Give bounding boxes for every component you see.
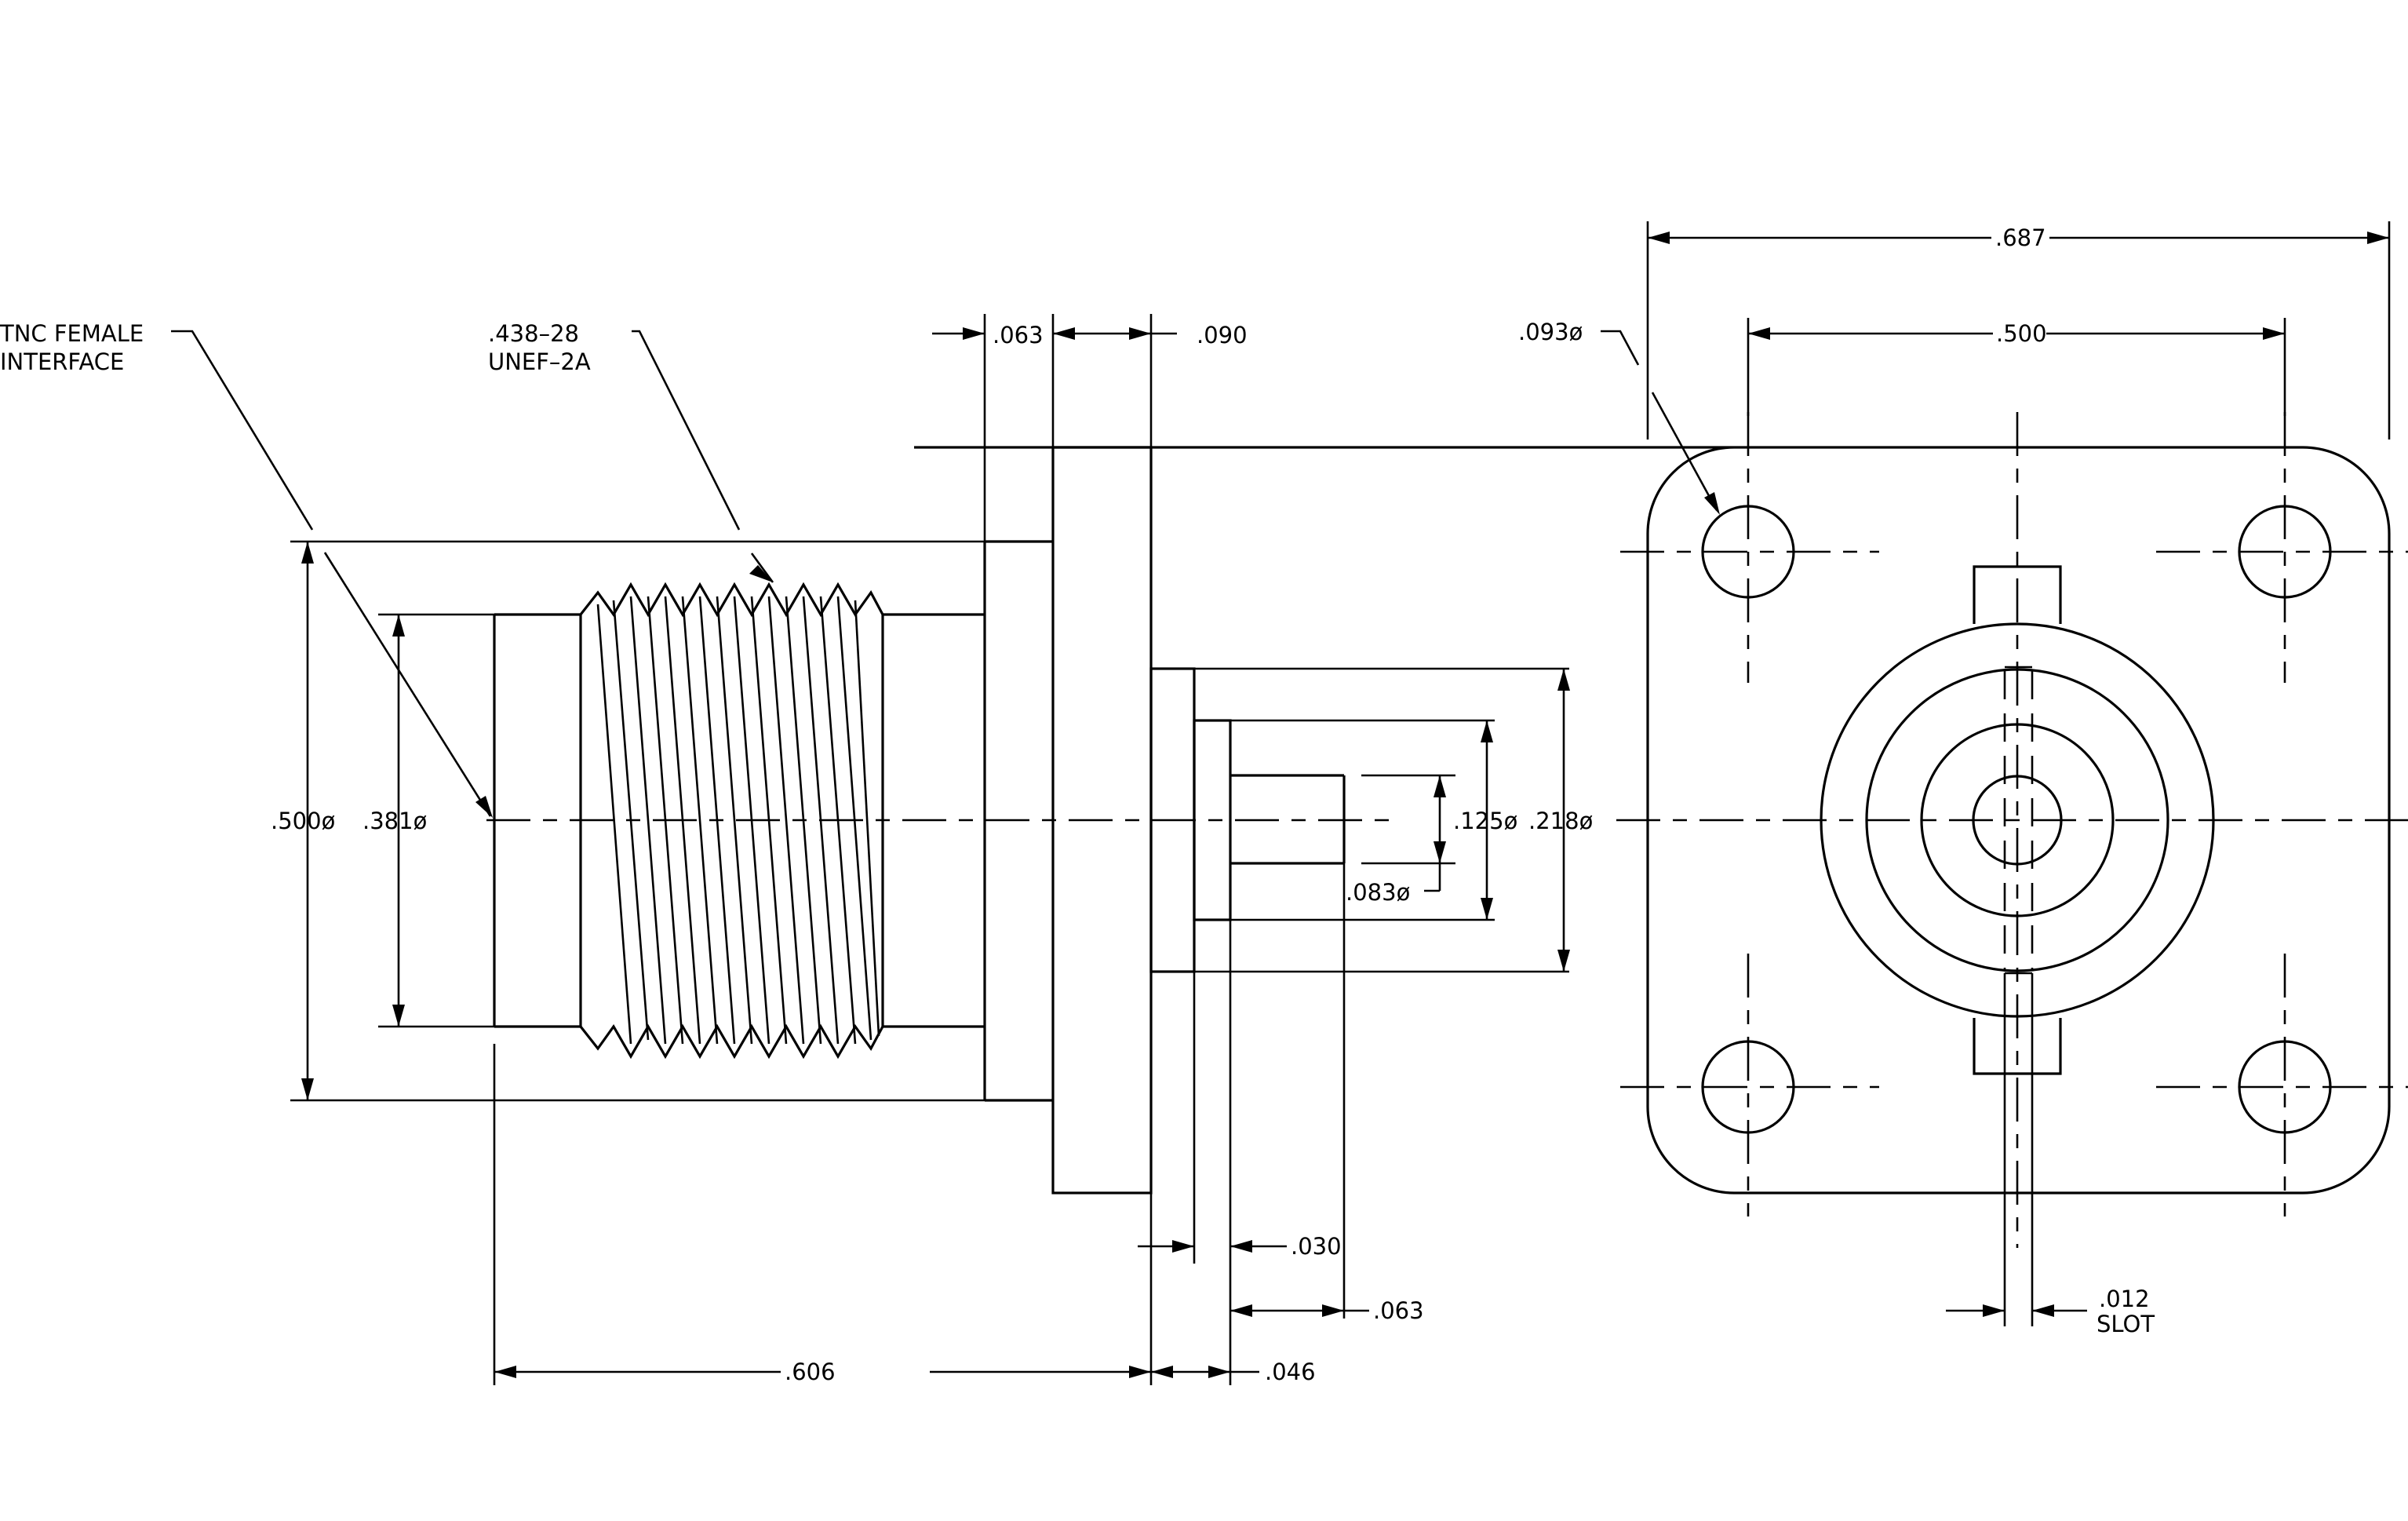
slot-label-line2: SLOT [2097,1311,2155,1337]
slot-label-line1: .012 [2099,1286,2150,1312]
dim-flange-thk: .090 [1197,322,1248,348]
dim-063-bottom: .063 [1373,1297,1424,1324]
thread-crests-bottom [579,1023,884,1060]
front-dimension-lines [1601,221,2391,1312]
dim-width: .687 [1995,224,2046,251]
thread-crests-top [579,582,884,618]
dim-body-dia: .218ø [1528,808,1593,834]
interface-label-line2: INTERFACE [0,348,124,375]
dim-hole-dia: .093ø [1518,319,1583,345]
front-view: .687 .500 .093ø .012 SLOT [914,221,2408,1337]
slot [2003,666,2034,1326]
threaded-body [493,582,985,1060]
dim-flange-step: .063 [993,322,1044,348]
side-arrowheads [301,327,1570,1378]
dim-inner-dia: .381ø [362,808,427,834]
front-view-labels: .687 .500 .093ø .012 SLOT [1518,224,2155,1337]
side-dimension-lines [171,330,1565,1373]
front-arrowheads [1648,232,2389,1317]
mounting-hole-center-lines [1620,412,2408,1216]
thread-label-line2: UNEF–2A [488,348,591,375]
front-flange-outline [914,446,2391,1195]
side-view-labels: TNC FEMALE INTERFACE .438–28 UNEF–2A .50… [0,320,1593,1385]
dim-outer-dia: .500ø [271,808,335,834]
dim-046: .046 [1265,1359,1316,1385]
shoulder [983,540,1053,1102]
front-concentric-circles [1820,622,2215,1018]
thread-label-line1: .438–28 [488,320,579,347]
rear-body [1149,667,1346,973]
dim-overall: .606 [785,1359,836,1385]
dim-hole-spacing: .500 [1996,320,2047,347]
dim-030: .030 [1291,1233,1342,1260]
dim-pin-dia: .125ø [1453,808,1517,834]
dim-tip-dia: .083ø [1346,879,1410,906]
side-view: TNC FEMALE INTERFACE .438–28 UNEF–2A .50… [0,314,1593,1385]
side-extension-lines [290,314,1569,1385]
thread-helix-lines [596,596,880,1045]
key-tabs [1973,565,2062,1075]
interface-label-line1: TNC FEMALE [0,320,144,347]
